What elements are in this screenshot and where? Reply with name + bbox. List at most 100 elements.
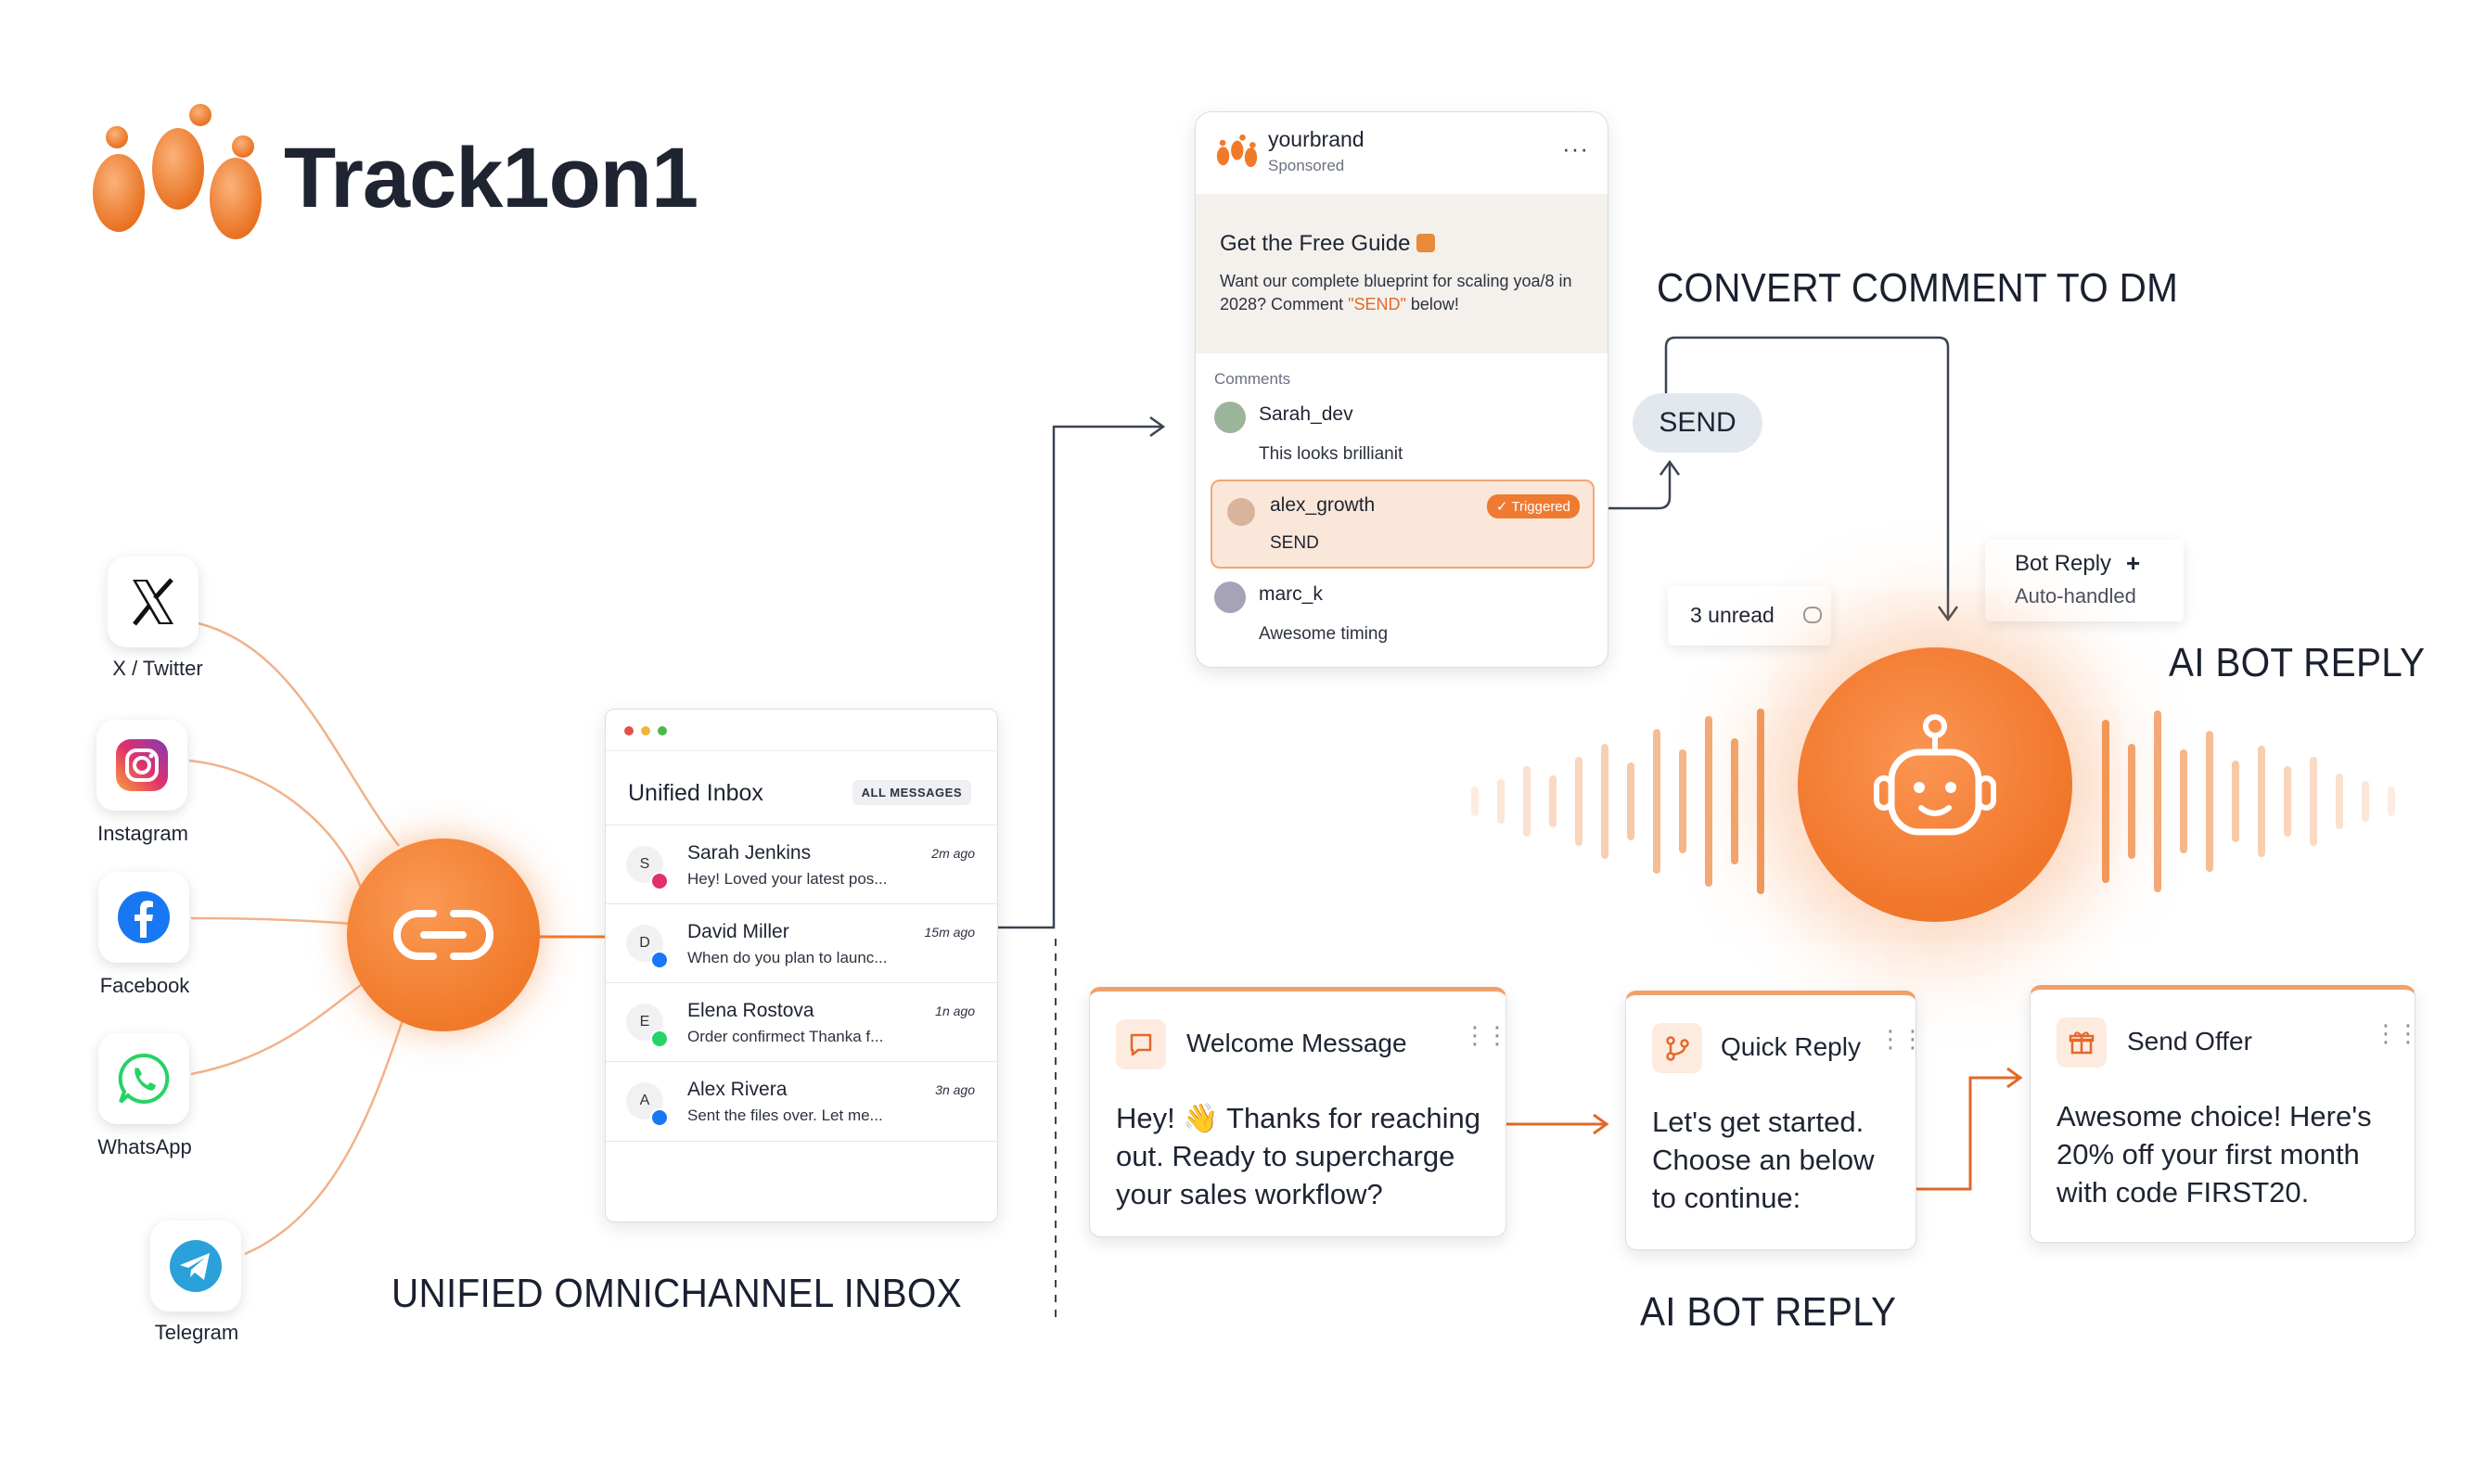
comment-text: SEND: [1270, 533, 1319, 553]
x-twitter-icon[interactable]: [108, 556, 199, 647]
connector-facebook: [190, 916, 352, 926]
instagram-icon[interactable]: [96, 720, 187, 811]
message-time: 2m ago: [931, 846, 975, 861]
gift-icon: [2057, 1017, 2107, 1068]
post-text: Want our complete blueprint for scaling …: [1220, 272, 1572, 313]
channel-label-x-twitter: X / Twitter: [112, 657, 203, 680]
brand-avatar-icon: [1216, 134, 1258, 168]
comments-label: Comments: [1214, 370, 1291, 388]
social-post-card: yourbrand Sponsored ··· Get the Free Gui…: [1195, 111, 1608, 668]
chat-icon: [1116, 1019, 1166, 1069]
channel-label-whatsapp: WhatsApp: [97, 1135, 192, 1158]
triggered-badge: ✓ Triggered: [1486, 494, 1580, 518]
drag-handle-icon[interactable]: ⋮⋮: [1463, 1021, 1509, 1049]
comment-text: This looks brillianit: [1259, 444, 1403, 464]
sender-name: Elena Rostova: [687, 1000, 814, 1021]
connector-telegram: [244, 1019, 404, 1256]
link-hub: [347, 838, 540, 1031]
post-content: Get the Free Guide Want our complete blu…: [1196, 194, 1608, 353]
unread-count: 3 unread: [1690, 603, 1775, 627]
instagram-badge-icon: [650, 872, 669, 890]
maximize-dot-icon[interactable]: [658, 726, 667, 736]
brand-name: Track1on1: [284, 131, 698, 225]
message-time: 3n ago: [935, 1082, 975, 1097]
gift-emoji-icon: [1416, 234, 1436, 252]
unread-note: 3 unread: [1668, 586, 1831, 646]
bot-reply-sub: Auto-handled: [2015, 584, 2136, 608]
card-title: Welcome Message: [1186, 1029, 1407, 1057]
message-preview: Sent the files over. Let me...: [687, 1107, 883, 1124]
branch-icon: [1652, 1023, 1702, 1073]
brand-logo-icon: [93, 104, 262, 239]
telegram-icon[interactable]: [150, 1221, 241, 1311]
sender-name: Sarah Jenkins: [687, 842, 812, 864]
message-time: 1n ago: [935, 1004, 975, 1018]
connector-inbox-post: [996, 425, 1161, 929]
connector-quick-offer: [1915, 1076, 2018, 1191]
inbox-message-row[interactable]: A Alex Rivera 3n ago Sent the files over…: [606, 1061, 997, 1142]
connector-whatsapp: [190, 981, 365, 1076]
drag-handle-icon[interactable]: ⋮⋮: [1878, 1025, 1925, 1053]
facebook-badge-icon: [650, 951, 669, 969]
minimize-dot-icon[interactable]: [641, 726, 650, 736]
connector-post-send: [1607, 464, 1672, 510]
sender-name: David Miller: [687, 921, 789, 942]
inbox-caption: UNIFIED OMNICHANNEL INBOX: [391, 1271, 962, 1316]
facebook-icon[interactable]: [98, 872, 189, 963]
connector-instagram: [188, 759, 364, 891]
channel-label-telegram: Telegram: [154, 1321, 239, 1344]
inbox-message-row[interactable]: D David Miller 15m ago When do you plan …: [606, 903, 997, 983]
whatsapp-icon[interactable]: [98, 1033, 189, 1124]
sender-name: Alex Rivera: [687, 1079, 788, 1100]
message-time: 15m ago: [924, 925, 975, 940]
channel-label-instagram: Instagram: [97, 822, 188, 845]
facebook-badge-icon: [650, 1108, 669, 1127]
link-icon: [393, 910, 493, 960]
more-options-icon[interactable]: ···: [1562, 134, 1589, 162]
avatar: [1214, 402, 1246, 433]
ai-bot-orb: [1798, 647, 2072, 922]
avatar: [1214, 582, 1246, 613]
message-preview: Hey! Loved your latest pos...: [687, 870, 888, 888]
whatsapp-badge-icon: [650, 1030, 669, 1048]
convert-heading: CONVERT COMMENT TO DM: [1657, 265, 2179, 311]
chat-bubble-icon: [1803, 607, 1822, 623]
robot-icon: [1874, 714, 1996, 836]
welcome-message-card[interactable]: Welcome Message ⋮⋮ Hey! 👋 Thanks for rea…: [1089, 987, 1509, 1237]
comment-user[interactable]: Sarah_dev: [1259, 403, 1353, 425]
send-keyword-pill: SEND: [1633, 393, 1762, 453]
ai-bot-reply-heading-bottom: AI BOT REPLY: [1640, 1289, 1897, 1335]
post-account-name[interactable]: yourbrand: [1268, 127, 1365, 151]
message-preview: Order confirmect Thanka f...: [687, 1028, 884, 1045]
quick-reply-card[interactable]: Quick Reply ⋮⋮ Let's get started.Choose …: [1625, 991, 1925, 1250]
card-title: Send Offer: [2127, 1027, 2252, 1055]
comment-text: Awesome timing: [1259, 624, 1389, 644]
inbox-message-row[interactable]: S Sarah Jenkins 2m ago Hey! Loved your l…: [606, 825, 997, 904]
ai-bot-reply-heading-top: AI BOT REPLY: [2169, 640, 2426, 685]
drag-handle-icon[interactable]: ⋮⋮: [2374, 1019, 2420, 1047]
all-messages-filter[interactable]: ALL MESSAGES: [852, 780, 971, 805]
connector-send-bot: [1664, 336, 1950, 618]
inbox-message-row[interactable]: E Elena Rostova 1n ago Order confirmect …: [606, 982, 997, 1062]
post-sponsored-label: Sponsored: [1268, 157, 1345, 174]
comment-user[interactable]: alex_growth: [1270, 494, 1376, 516]
inbox-title: Unified Inbox: [628, 780, 763, 806]
window-titlebar: [606, 710, 997, 751]
card-title: Quick Reply: [1721, 1032, 1861, 1061]
close-dot-icon[interactable]: [624, 726, 634, 736]
connector-x-twitter: [198, 621, 400, 847]
bot-reply-title: Bot Reply: [2015, 551, 2112, 576]
comment-user[interactable]: marc_k: [1259, 583, 1323, 605]
bot-reply-note: Bot Reply + Auto-handled: [1985, 540, 2184, 621]
avatar: [1227, 498, 1255, 526]
waveform-right: [2102, 710, 2395, 892]
post-title: Get the Free Guide: [1220, 231, 1436, 257]
waveform-left: [1471, 709, 1764, 894]
message-preview: When do you plan to launc...: [687, 949, 888, 966]
channel-label-facebook: Facebook: [99, 974, 190, 997]
